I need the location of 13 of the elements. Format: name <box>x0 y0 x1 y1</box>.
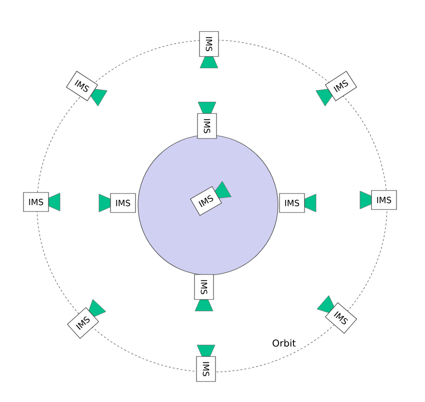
satellite: IMS <box>66 70 108 106</box>
satellite: IMS <box>190 181 232 216</box>
satellite: IMS <box>194 274 214 312</box>
satellite: IMS <box>23 192 60 212</box>
satellite: IMS <box>196 344 216 382</box>
satellite: IMS <box>197 102 217 139</box>
satellite: IMS <box>279 193 316 213</box>
satellite: IMS <box>199 31 219 68</box>
satellite: IMS <box>360 190 397 210</box>
orbit-label: Orbit <box>272 339 296 347</box>
satellite: IMS <box>98 193 136 213</box>
planet-circle <box>138 134 278 276</box>
satellite: IMS <box>66 299 106 339</box>
